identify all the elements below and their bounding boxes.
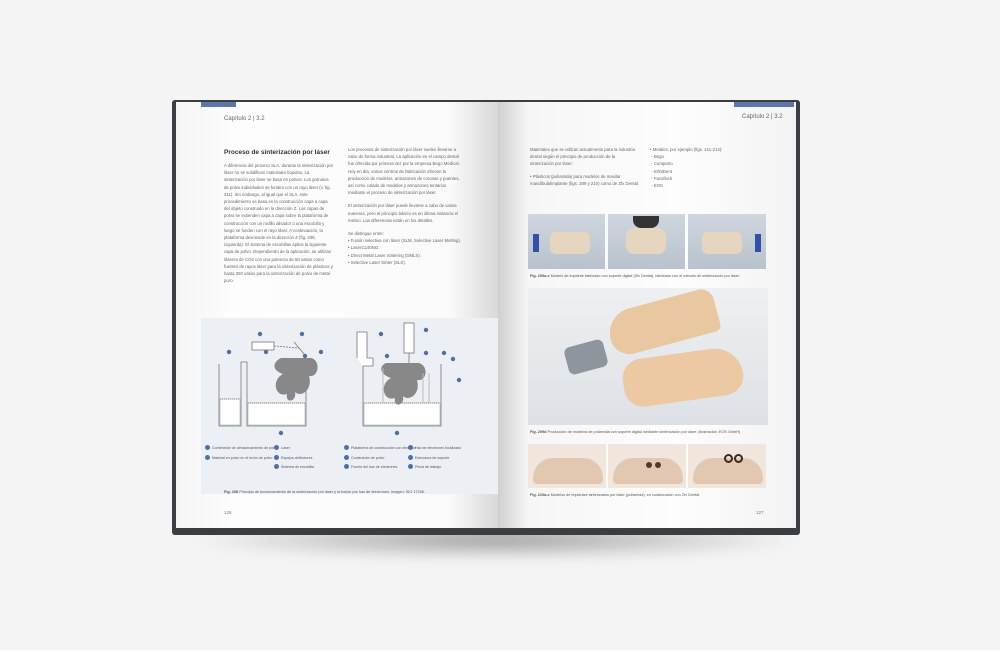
- chapter-accent-bar: [734, 102, 794, 107]
- sintering-diagram: [218, 322, 462, 436]
- paragraph: Los procesos de sinterización por láser …: [348, 147, 460, 196]
- process-list: • Fusión selectiva con láser (SLM, Selec…: [348, 237, 463, 266]
- chapter-label: Capítulo 2 | 3.2: [224, 116, 265, 122]
- diagram-callouts: [226, 327, 462, 436]
- list-item: - InfiniDent: [650, 168, 672, 174]
- list-item: • Direct Metal Laser Sintering (DMLS).: [348, 252, 421, 258]
- list-item: • Fusión selectiva con láser (SLM, Selec…: [348, 238, 462, 244]
- list-item: - EOS: [650, 183, 663, 189]
- list-item: • Plásticos (poliamida) para modelos de …: [530, 173, 640, 186]
- chapter-accent-bar: [201, 102, 236, 107]
- electron-source: [403, 322, 415, 354]
- laser-box: [251, 341, 275, 351]
- chapter-label: Capítulo 2 | 3.2: [742, 114, 783, 120]
- left-container: [218, 361, 307, 427]
- metals-list: • Metales, por ejemplo (figs. 211-214): …: [650, 146, 750, 189]
- legend-item: Fuente del haz de electrones: [344, 464, 397, 469]
- implant-model-photo-b: [608, 214, 685, 269]
- body-column-1: A diferencia del proceso SLA, durante la…: [224, 163, 334, 284]
- body-column-2: Los procesos de sinterización por láser …: [348, 146, 463, 266]
- legend-item: Contenedor de almacenamiento de polvo: [205, 445, 278, 450]
- legend-item: Espejos deflectores: [274, 455, 312, 460]
- legend-item: Plataforma de construcción con elevador: [344, 445, 416, 450]
- list-item: - Fazofisch: [650, 175, 673, 181]
- implant-model-photo-a: [528, 214, 605, 269]
- right-container: [362, 364, 442, 427]
- list-item: - Comparto: [650, 161, 673, 167]
- legend-item: Haz de electrones focalizado: [408, 445, 461, 450]
- list-item: • Metales, por ejemplo (figs. 211-214):: [650, 147, 723, 152]
- figure-caption: Fig. 208 Principio de funcionamiento de …: [224, 490, 425, 494]
- figure-caption: Fig. 209a-c Modelo de implante fabricado…: [530, 274, 741, 278]
- implant-photo-b: [608, 444, 686, 488]
- figure-caption: Fig. 210a-c Modelos de implantes sinteri…: [530, 493, 701, 497]
- implant-photo-c: [688, 444, 766, 488]
- implant-model-photo-c: [688, 214, 766, 269]
- workpiece-left: [274, 358, 318, 401]
- workpiece-right: [381, 363, 426, 405]
- page-number: 126: [224, 510, 232, 515]
- list-item: • LaserCUSING.: [348, 245, 380, 251]
- figure-caption: Fig. 209d Producción de modelos de polia…: [530, 430, 741, 434]
- legend-item: Sistema de escobilla: [274, 464, 314, 469]
- implant-photo-a: [528, 444, 606, 488]
- polyamide-model-photo: [528, 288, 768, 425]
- list-item: - Bego: [650, 154, 664, 160]
- paragraph: Materiales que se utilizan actualmente p…: [530, 147, 635, 167]
- page-number: 127: [756, 510, 764, 515]
- list-intro: Se distingue entre:: [348, 231, 384, 237]
- sintering-diagram-panel: Contenedor de almacenamiento de polvo Ma…: [201, 318, 498, 494]
- section-heading: Proceso de sinterización por láser: [224, 149, 330, 156]
- materials-intro: Materiales que se utilizan actualmente p…: [530, 146, 640, 187]
- legend-item: Pieza de trabajo: [408, 464, 441, 469]
- legend-item: Estructura de soporte: [408, 455, 449, 460]
- list-item: • Selective Laser Sinter (SLS).: [348, 259, 406, 265]
- left-page: Capítulo 2 | 3.2 Proceso de sinterizació…: [176, 102, 498, 528]
- legend-item: Contenedor de polvo: [344, 455, 384, 460]
- paragraph: El sinterización por láser puede llevars…: [348, 203, 459, 223]
- legend-item: Material en polvo en el lecho de polvo: [205, 455, 272, 460]
- mirror: [293, 341, 305, 355]
- legend-item: Láser: [274, 445, 290, 450]
- right-page: Capítulo 2 | 3.2 Materiales que se utili…: [498, 102, 796, 528]
